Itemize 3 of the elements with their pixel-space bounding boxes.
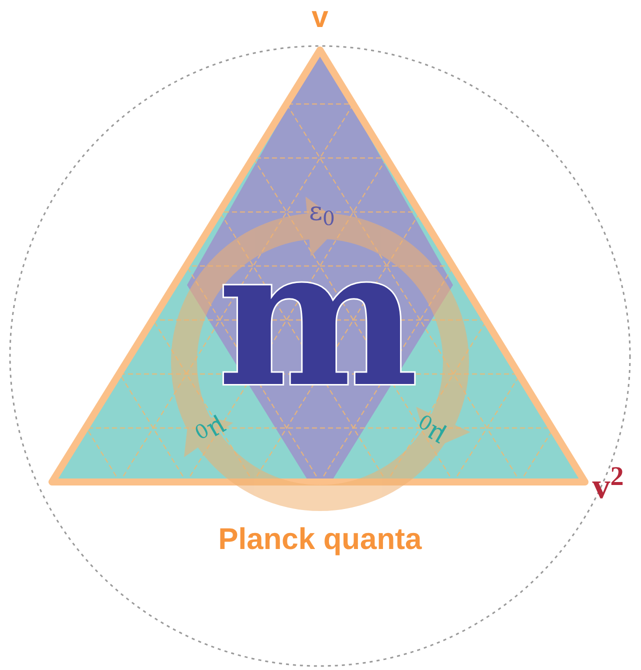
vertex-label: v$^{2}$: [592, 468, 624, 504]
base-label: Planck quanta: [218, 525, 422, 555]
vertex-label: v: [312, 3, 328, 33]
